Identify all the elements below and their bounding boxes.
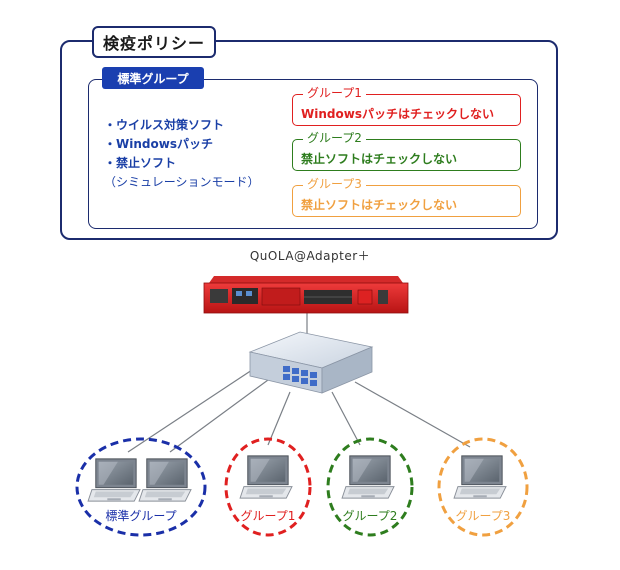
group-3-policy: グループ3 禁止ソフトはチェックしない xyxy=(292,177,521,217)
standard-policy-note: （シミュレーションモード） xyxy=(104,175,260,189)
group-2-policy: グループ2 禁止ソフトはチェックしない xyxy=(292,131,521,171)
client-label-group-3: グループ3 xyxy=(455,509,511,523)
device-label: QuOLA@Adapter＋ xyxy=(249,249,371,263)
laptop-icon xyxy=(138,458,192,502)
group-2-name: グループ2 xyxy=(303,131,366,146)
group-1-policy: グループ1 Windowsパッチはチェックしない xyxy=(292,86,521,126)
group-1-circle xyxy=(224,437,312,537)
standard-group-label: 標準グループ xyxy=(102,67,204,89)
group-1-rule: Windowsパッチはチェックしない xyxy=(301,107,494,121)
standard-policy-item: ・ウイルス対策ソフト xyxy=(104,118,225,132)
laptop-icon xyxy=(341,455,395,499)
group-2-circle xyxy=(326,437,414,537)
network-switch-icon xyxy=(248,331,374,394)
laptop-icon xyxy=(239,455,293,499)
standard-group-circle xyxy=(75,437,207,537)
standard-group-panel xyxy=(88,79,538,229)
laptop-icon xyxy=(87,458,141,502)
group-3-name: グループ3 xyxy=(303,177,366,192)
client-label-group-2: グループ2 xyxy=(342,509,398,523)
standard-policy-item: ・Windowsパッチ xyxy=(104,137,213,151)
standard-policy-item: ・禁止ソフト xyxy=(104,156,177,170)
standard-policy-list: ・ウイルス対策ソフト ・Windowsパッチ ・禁止ソフト （シミュレーションモ… xyxy=(104,116,260,192)
client-label-standard: 標準グループ xyxy=(105,509,177,523)
client-label-group-1: グループ1 xyxy=(240,509,296,523)
group-2-rule: 禁止ソフトはチェックしない xyxy=(301,152,458,166)
policy-title: 検疫ポリシー xyxy=(92,26,216,58)
laptop-icon xyxy=(453,455,507,499)
group-3-circle xyxy=(437,437,529,537)
group-3-rule: 禁止ソフトはチェックしない xyxy=(301,198,458,212)
group-1-name: グループ1 xyxy=(303,86,366,101)
server-appliance-icon xyxy=(203,276,409,314)
